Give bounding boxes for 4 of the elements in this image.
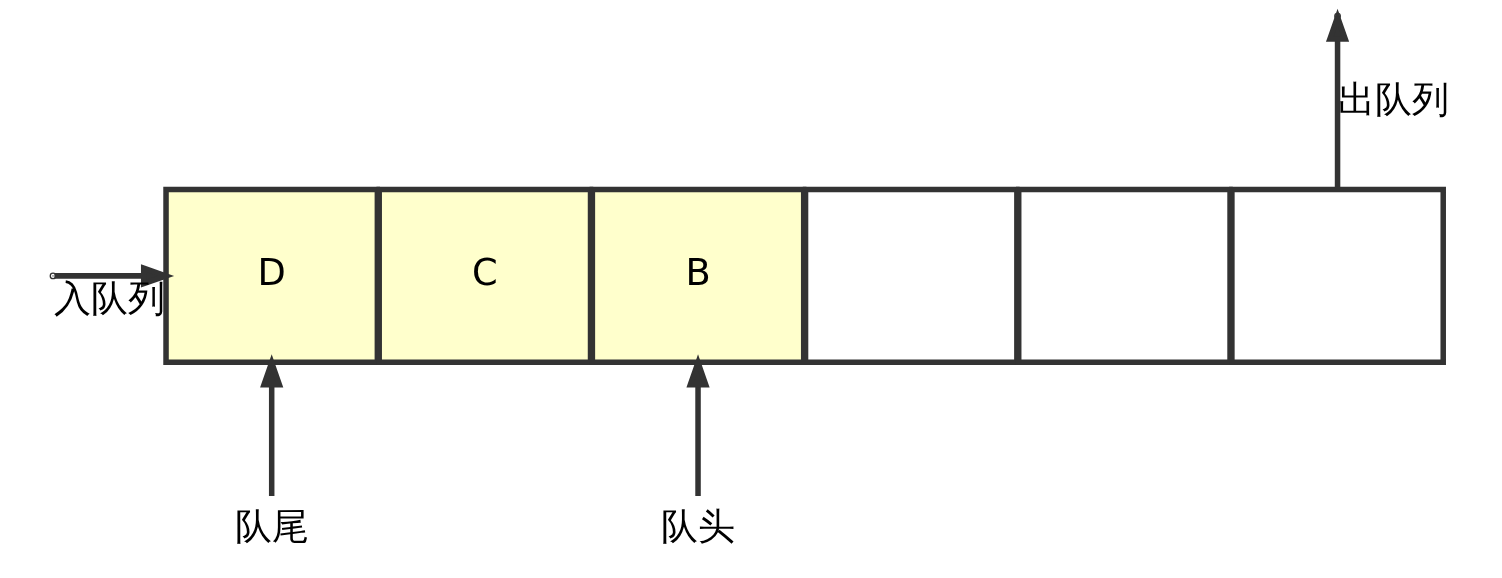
edge-label: 出队列 (1338, 78, 1450, 122)
node-text: 队尾 (234, 504, 309, 548)
edge-label: 入队列 (54, 276, 166, 320)
node-text: 队头 (661, 504, 736, 548)
